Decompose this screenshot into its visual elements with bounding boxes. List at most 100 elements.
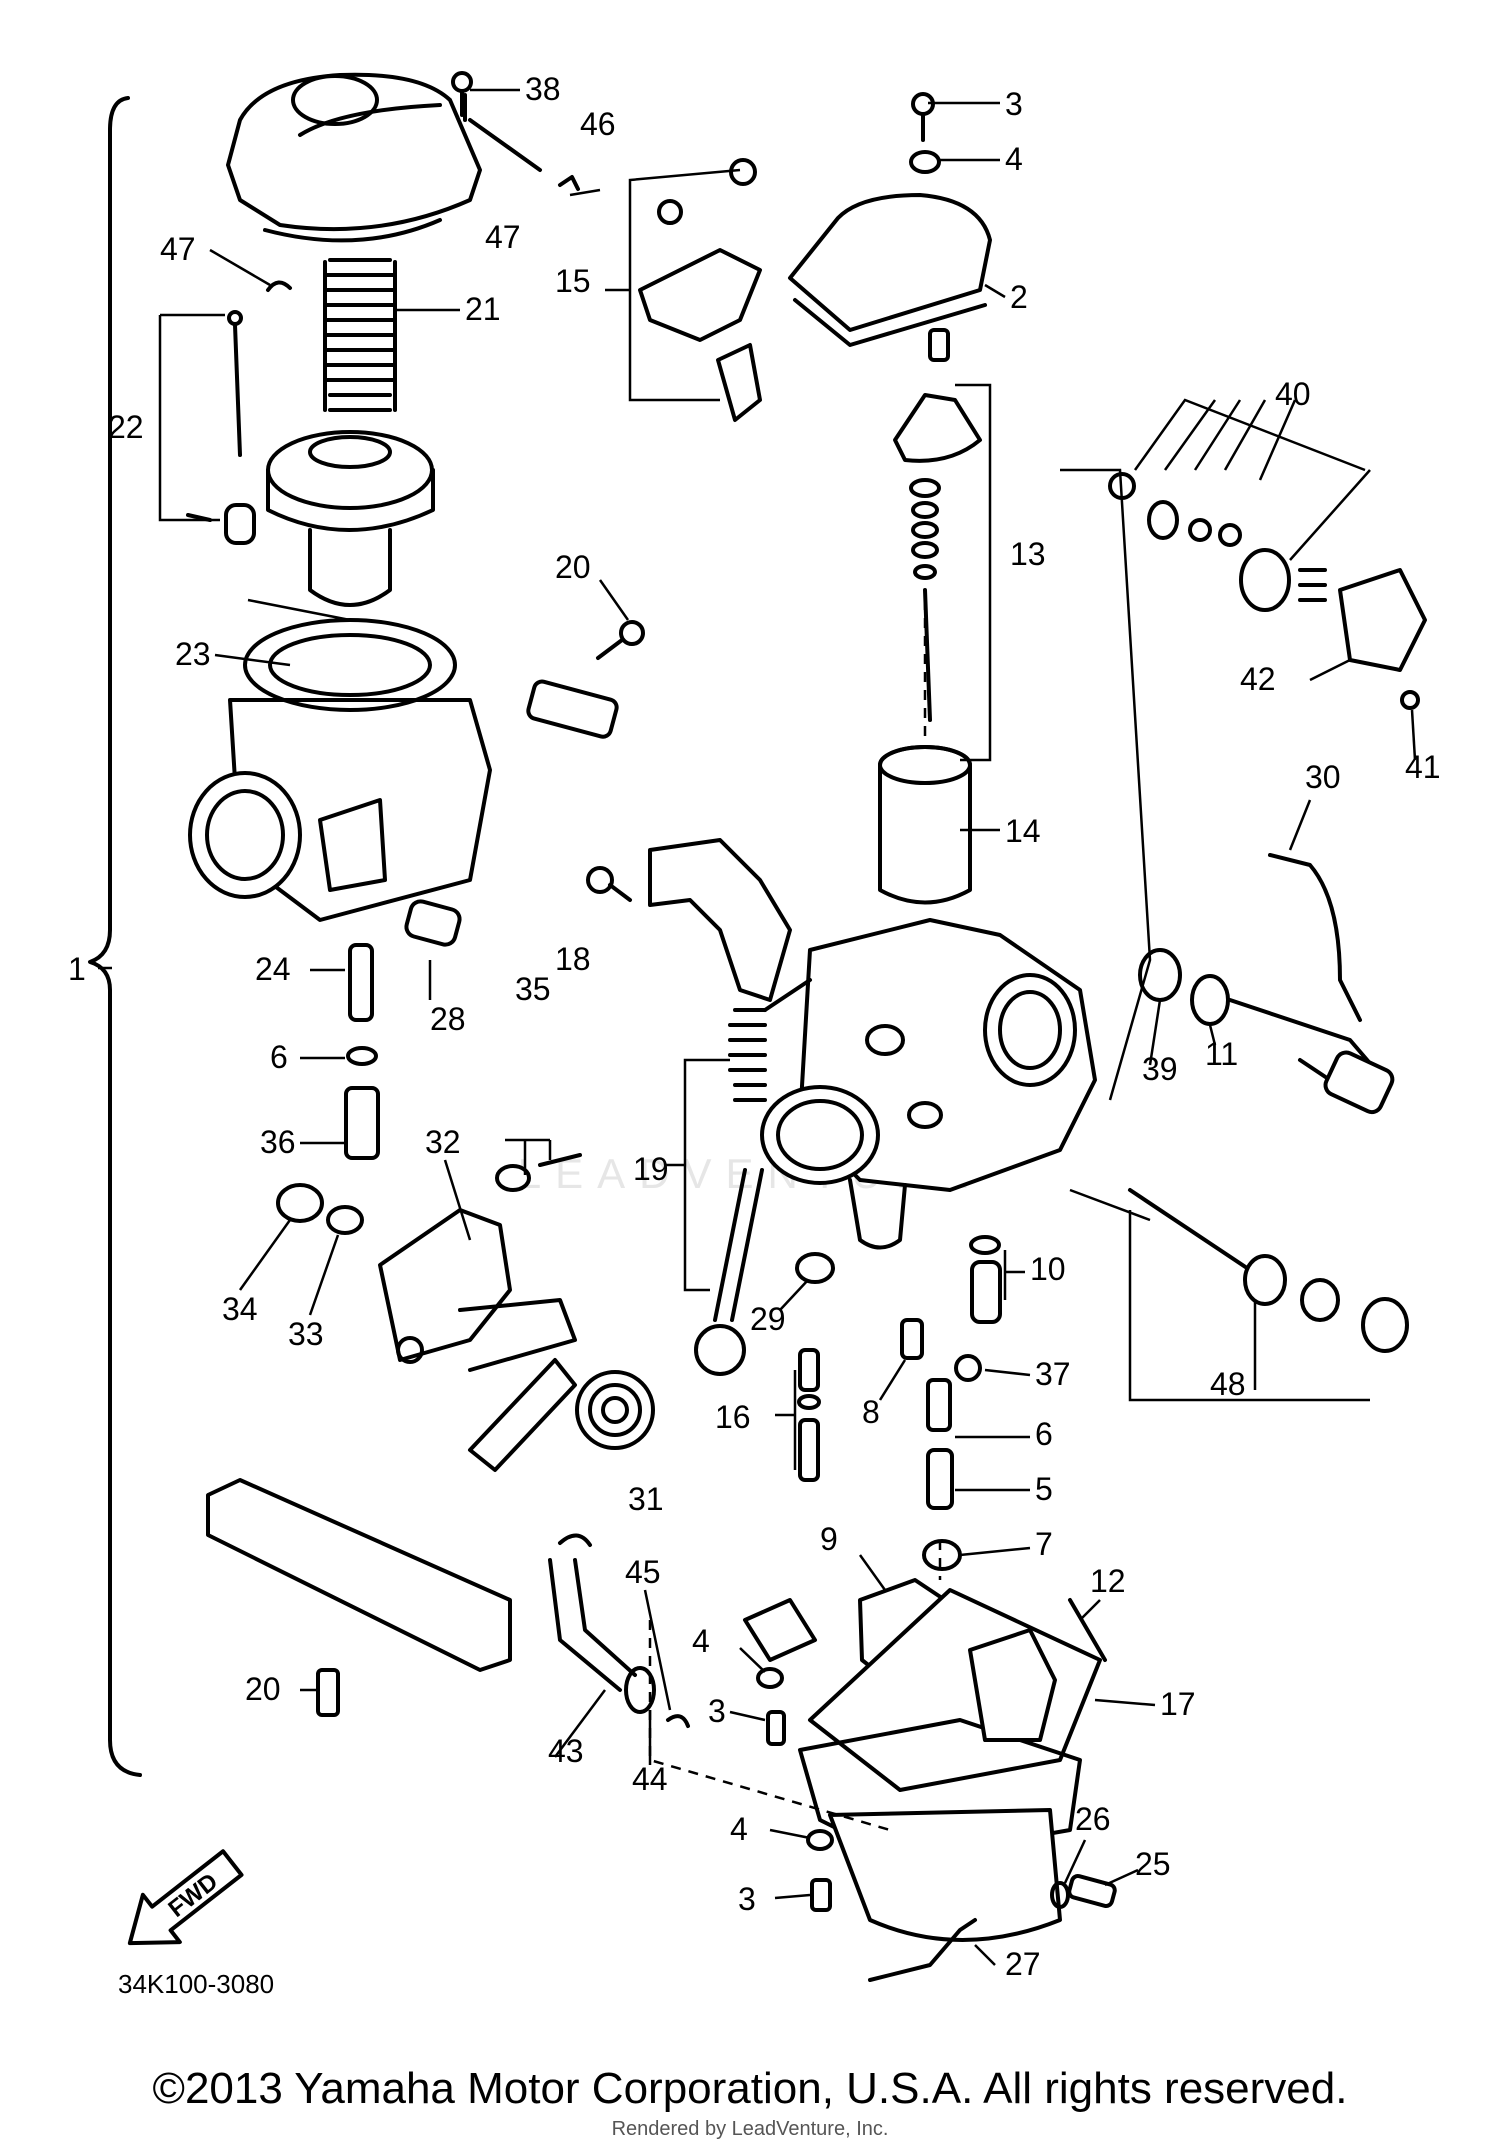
washer-4-mid xyxy=(756,1667,784,1689)
callout-47: 47 xyxy=(485,219,521,255)
callout-12: 12 xyxy=(1090,1563,1126,1599)
nut-37 xyxy=(954,1354,982,1382)
callout-4: 4 xyxy=(730,1811,748,1847)
starter-assembly-40 xyxy=(1108,472,1327,612)
callout-35: 35 xyxy=(515,971,551,1007)
callout-17: 17 xyxy=(1160,1686,1196,1722)
callout-25: 25 xyxy=(1135,1846,1171,1882)
callout-29: 29 xyxy=(750,1301,786,1337)
callout-21: 21 xyxy=(465,291,501,327)
callout-22: 22 xyxy=(108,409,144,445)
washer-4-top xyxy=(909,150,941,174)
callout-14: 14 xyxy=(1005,813,1041,849)
washer-4-low xyxy=(806,1829,834,1851)
needle-assembly-13 xyxy=(893,328,982,722)
callout-16: 16 xyxy=(715,1399,751,1435)
nut-34 xyxy=(276,1183,324,1223)
rendered-by-notice: Rendered by LeadVenture, Inc. xyxy=(611,2118,889,2140)
leader-bracket-right xyxy=(1060,468,1152,1101)
callout-42: 42 xyxy=(1240,661,1276,697)
main-jet-5 xyxy=(926,1448,954,1510)
jet-36 xyxy=(344,1086,380,1160)
slide-14 xyxy=(878,745,972,905)
callout-3: 3 xyxy=(1005,86,1023,122)
washer-29 xyxy=(795,1252,835,1284)
washer-11 xyxy=(1190,974,1230,1026)
clip-47-left xyxy=(266,280,292,292)
left-carburetor-body xyxy=(188,618,619,922)
callout-3: 3 xyxy=(708,1693,726,1729)
callout-46: 46 xyxy=(580,106,616,142)
lever-15 xyxy=(638,158,762,422)
float-bowl-17 xyxy=(743,1588,1102,1942)
callout-4: 4 xyxy=(692,1623,710,1659)
callout-39: 39 xyxy=(1142,1051,1178,1087)
callout-6: 6 xyxy=(270,1039,288,1075)
callout-15: 15 xyxy=(555,263,591,299)
screw-38 xyxy=(451,71,473,117)
callout-2: 2 xyxy=(1010,279,1028,315)
oring-6-left xyxy=(346,1046,378,1066)
callout-38: 38 xyxy=(525,71,561,107)
copyright-notice: ©2013 Yamaha Motor Corporation, U.S.A. A… xyxy=(152,2064,1348,2113)
diagram-code: 34K100-3080 xyxy=(118,1969,274,1999)
callout-4: 4 xyxy=(1005,141,1023,177)
screw-20-bottom xyxy=(316,1668,340,1717)
washer-33 xyxy=(326,1205,364,1235)
jet-holder-6 xyxy=(926,1378,952,1432)
callout-47: 47 xyxy=(160,231,196,267)
callout-36: 36 xyxy=(260,1124,296,1160)
valve-10 xyxy=(969,1235,1002,1324)
throttle-linkage-32 xyxy=(378,1208,577,1472)
callout-9: 9 xyxy=(820,1521,838,1557)
screw-20-top xyxy=(596,620,645,660)
callout-1: 1 xyxy=(68,951,86,987)
shaft-48 xyxy=(1228,998,1395,1115)
cap-28 xyxy=(404,899,462,947)
cover-42 xyxy=(1338,568,1427,672)
callout-43: 43 xyxy=(548,1733,584,1769)
assembly-bracket xyxy=(88,96,142,1777)
callout-13: 13 xyxy=(1010,536,1046,572)
pin-12 xyxy=(1068,1598,1107,1662)
screw-3-low xyxy=(810,1878,832,1912)
hose-43 xyxy=(548,1558,656,1714)
callout-3: 3 xyxy=(738,1881,756,1917)
callout-41: 41 xyxy=(1405,749,1441,785)
callout-11: 11 xyxy=(1205,1036,1238,1072)
vacuum-piston xyxy=(266,430,435,607)
callout-28: 28 xyxy=(430,1001,466,1037)
jet-needle-22 xyxy=(186,310,256,545)
screw-set-16 xyxy=(797,1348,821,1482)
drain-screw-25 xyxy=(1067,1874,1117,1908)
callout-10: 10 xyxy=(1030,1251,1066,1287)
callout-33: 33 xyxy=(288,1316,324,1352)
callout-23: 23 xyxy=(175,636,211,672)
callout-6: 6 xyxy=(1035,1416,1053,1452)
callout-44: 44 xyxy=(632,1761,668,1797)
screw-3-top xyxy=(911,92,935,142)
leader-choke xyxy=(1069,1188,1151,1222)
callout-27: 27 xyxy=(1005,1946,1041,1982)
callout-20: 20 xyxy=(245,1671,281,1707)
clip-45 xyxy=(558,1533,592,1547)
clip-44 xyxy=(666,1714,690,1728)
callout-19: 19 xyxy=(633,1151,669,1187)
callout-31: 31 xyxy=(628,1481,664,1517)
callout-24: 24 xyxy=(255,951,291,987)
callout-45: 45 xyxy=(625,1554,661,1590)
oring-26 xyxy=(1050,1881,1070,1909)
callout-5: 5 xyxy=(1035,1471,1053,1507)
callout-7: 7 xyxy=(1035,1526,1053,1562)
leader-23-link xyxy=(247,598,351,622)
idle-screw-19 xyxy=(694,1008,767,1376)
forward-direction-arrow: FWD xyxy=(127,1849,244,1946)
callout-26: 26 xyxy=(1075,1801,1111,1837)
callout-34: 34 xyxy=(222,1291,258,1327)
cover-2 xyxy=(788,193,992,347)
callout-32: 32 xyxy=(425,1124,461,1160)
callout-8: 8 xyxy=(862,1394,880,1430)
callout-20: 20 xyxy=(555,549,591,585)
choke-cable-48 xyxy=(1128,1188,1409,1353)
